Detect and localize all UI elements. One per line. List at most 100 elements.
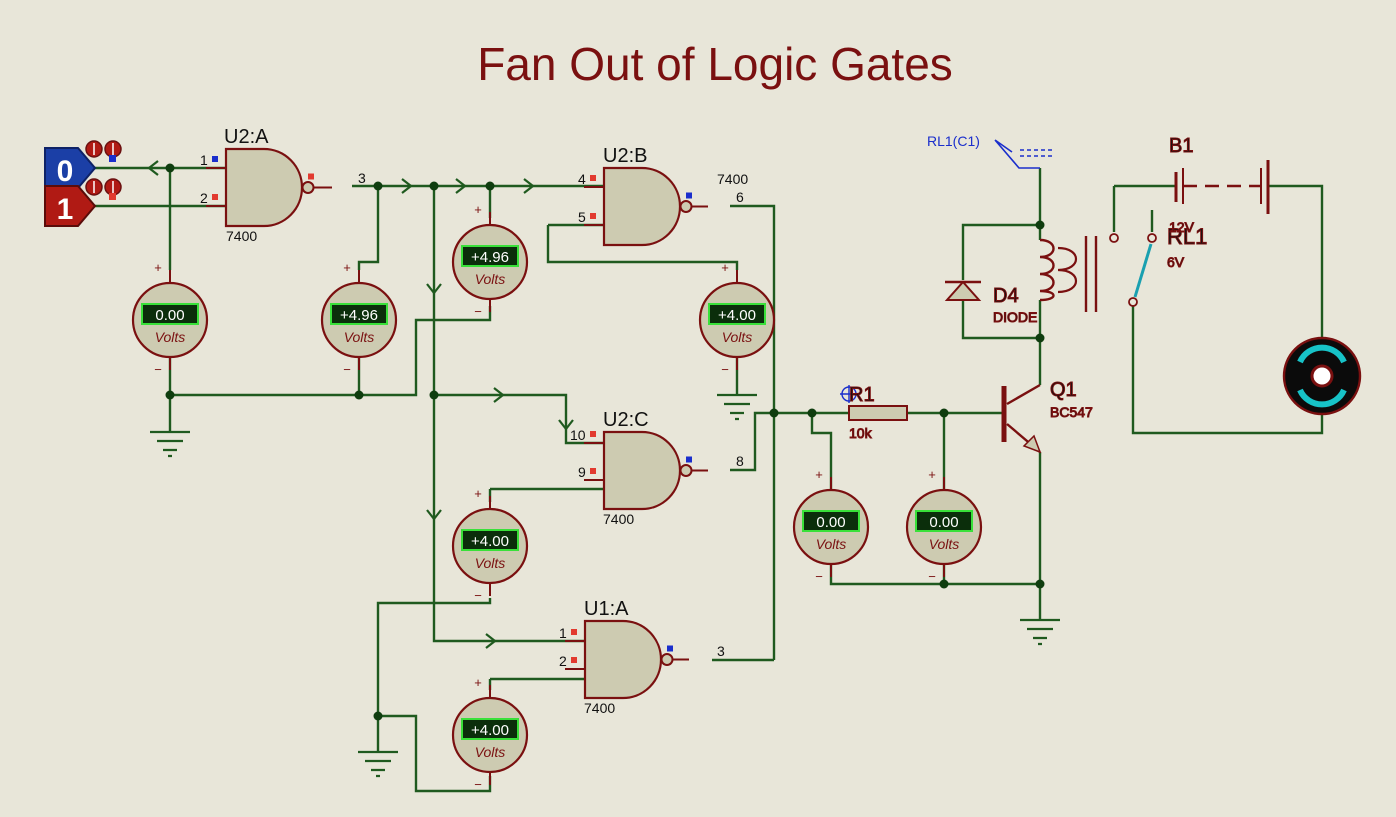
gate-pins (584, 442, 708, 481)
gate-pin-label: 4 (578, 171, 586, 187)
wire-meter6-minus (378, 714, 492, 793)
battery-ref: B1 (1169, 135, 1193, 157)
wire-u2b-out (730, 204, 776, 660)
junction-dot (1035, 220, 1045, 230)
transistor-ref: Q1 (1050, 379, 1077, 401)
ground-icon (150, 430, 190, 458)
gate-pins (584, 186, 708, 226)
junction-dot (807, 408, 817, 418)
meter-display (708, 303, 766, 325)
state-indicator-icon (109, 193, 116, 200)
transistor-part: BC547 (1050, 404, 1093, 420)
motor[interactable] (1282, 336, 1362, 416)
meter-plus-label: + (815, 467, 823, 482)
relay-arm (1133, 243, 1153, 298)
gate-pin-label: 2 (200, 190, 208, 206)
battery-plates (1174, 160, 1270, 214)
meter-display (141, 303, 199, 325)
relay-contact-nc (1147, 233, 1157, 243)
gate-ref: U2:A (224, 126, 269, 148)
meter-unit: Volts (816, 536, 847, 552)
gate-pin-label: 1 (200, 152, 208, 168)
pin-state-icon (571, 629, 577, 635)
motor-rotor-top (1297, 344, 1347, 364)
state-indicator-icon (109, 155, 116, 162)
meter-display (802, 510, 860, 532)
meter-reading: 0.00 (155, 307, 184, 324)
pin-state-icon (590, 175, 596, 181)
gate-part: 7400 (584, 700, 615, 716)
transistor-q1[interactable]: Q1 BC547 (1001, 379, 1094, 454)
wires (95, 166, 1324, 793)
junction-dot (939, 579, 949, 589)
meter-unit: Volts (344, 329, 375, 345)
meter-minus-label: − (474, 777, 482, 792)
battery-value: 12V (1169, 219, 1195, 235)
gate-pin-label: 6 (736, 189, 744, 205)
relay-value: 6V (1167, 254, 1185, 270)
motor-rotor-bottom (1297, 388, 1347, 408)
voltage-probe-rl1[interactable]: RL1(C1) (927, 133, 1054, 169)
resistor-value: 10k (849, 425, 873, 441)
inversion-bubble (301, 181, 315, 194)
probe-label: RL1(C1) (927, 133, 980, 149)
gate-pin-label: 10 (570, 427, 586, 443)
arrow-down-icon (426, 509, 442, 521)
meter-reading: 0.00 (816, 514, 845, 531)
pin-state-icon (212, 194, 218, 200)
meter-unit: Volts (155, 329, 186, 345)
relay-coil-turns (1057, 246, 1077, 294)
gate-ref: U1:A (584, 598, 629, 620)
logic-source-body (44, 185, 97, 227)
junctions (165, 163, 1045, 721)
logic-source-body (44, 147, 97, 189)
junction-dot (769, 408, 779, 418)
inversion-bubble (679, 200, 693, 213)
arrow-down-icon (558, 419, 574, 431)
meter-reading: +4.96 (471, 249, 509, 266)
battery-b1[interactable]: B1 12V (1169, 135, 1270, 236)
gate-pins (206, 167, 332, 207)
probe-trace-icon (1020, 149, 1054, 157)
pin-state-icon (686, 192, 692, 199)
diode-d4[interactable]: D4 DIODE (944, 280, 1038, 326)
meter-unit: Volts (475, 271, 506, 287)
arrow-right-icon (523, 178, 535, 194)
logic-source-1[interactable]: 1 (44, 178, 122, 227)
resistor-r1[interactable]: R1 10k (840, 384, 908, 442)
meter-plus-label: + (721, 260, 729, 275)
inversion-bubble (679, 464, 693, 477)
direction-arrows (147, 160, 574, 649)
meter-plus-label: + (343, 260, 351, 275)
wire-diode-bottom (961, 300, 1040, 340)
junction-dot (1035, 579, 1045, 589)
wire-meter7-plus (810, 413, 833, 491)
meter-unit: Volts (929, 536, 960, 552)
gate-part: 7400 (603, 511, 634, 527)
relay-rl1[interactable]: RL1 6V (1039, 224, 1208, 312)
relay-contact-common (1128, 297, 1138, 307)
toggle-icon[interactable] (85, 140, 122, 158)
ground-icon (717, 393, 757, 421)
resistor-ref: R1 (849, 384, 875, 406)
meter-unit: Volts (722, 329, 753, 345)
logic-source-0[interactable]: 0 (44, 140, 122, 189)
meter-plus-label: + (928, 467, 936, 482)
meter-reading: +4.00 (718, 307, 756, 324)
diode-part: DIODE (993, 309, 1037, 325)
meter-reading: 0.00 (929, 514, 958, 531)
